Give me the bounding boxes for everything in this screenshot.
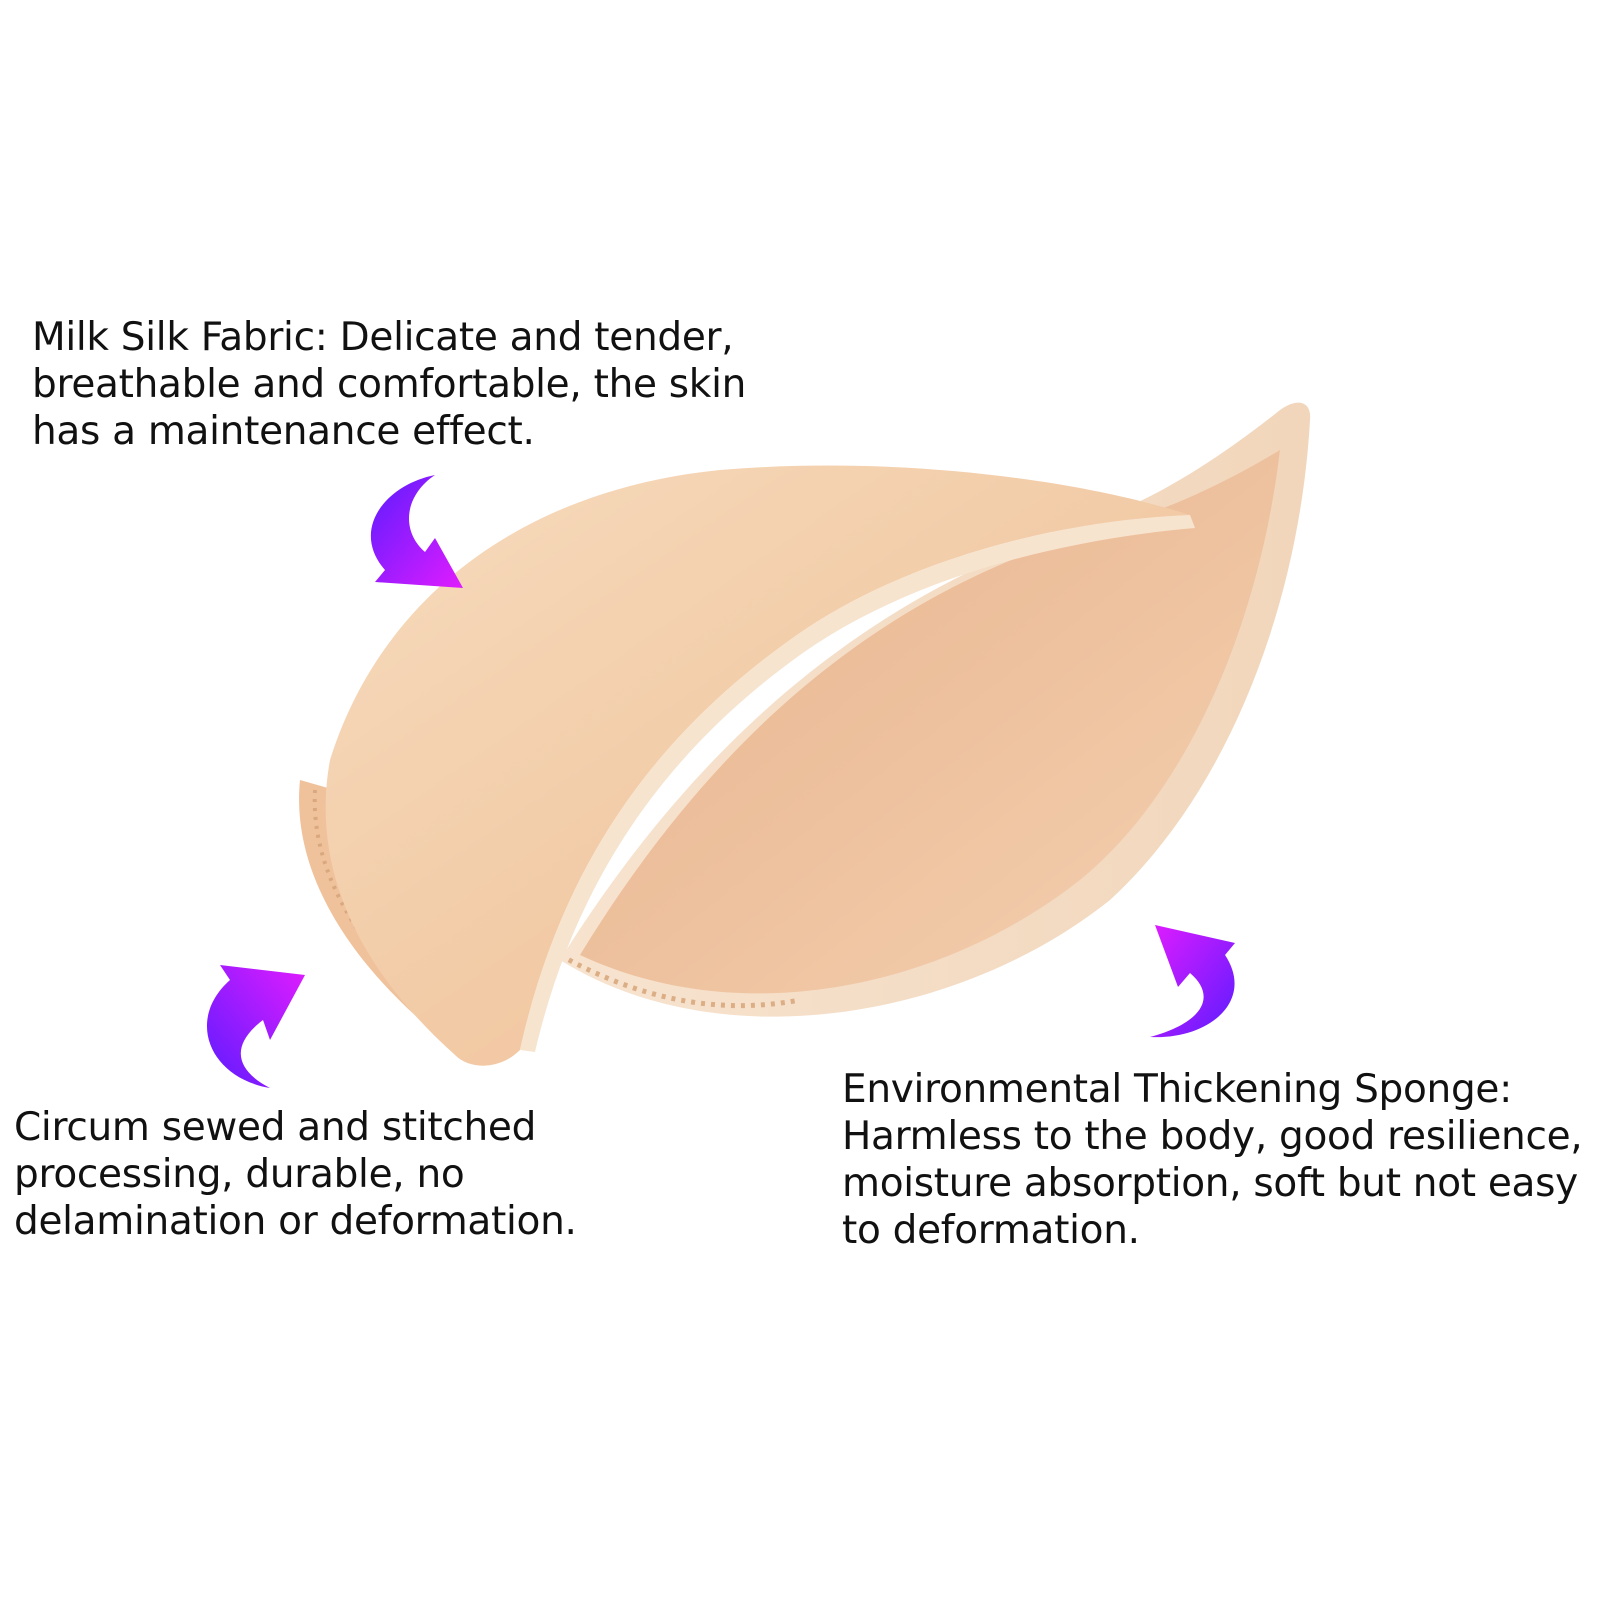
stitch-caption: Circum sewed and stitched processing, du…: [14, 1104, 577, 1245]
fabric-caption: Milk Silk Fabric: Delicate and tender, b…: [32, 314, 746, 455]
curved-arrow-icon: [370, 475, 463, 588]
sponge-caption-line: Environmental Thickening Sponge:: [842, 1067, 1512, 1112]
curved-arrow-icon: [206, 965, 305, 1088]
sponge-caption-line: Harmless to the body, good resilience,: [842, 1114, 1583, 1159]
stitch-caption-line: delamination or deformation.: [14, 1199, 577, 1244]
sponge-caption-line: to deformation.: [842, 1208, 1140, 1253]
stitch-caption-line: processing, durable, no: [14, 1152, 465, 1197]
fabric-caption-line: Milk Silk Fabric: Delicate and tender,: [32, 315, 734, 360]
fabric-caption-line: has a maintenance effect.: [32, 409, 535, 454]
sponge-caption: Environmental Thickening Sponge: Harmles…: [842, 1066, 1583, 1254]
inner-cavity: [580, 450, 1280, 994]
fabric-caption-line: breathable and comfortable, the skin: [32, 362, 747, 407]
curved-arrow-icon: [1150, 925, 1235, 1038]
stitch-caption-line: Circum sewed and stitched: [14, 1105, 537, 1150]
sponge-caption-line: moisture absorption, soft but not easy: [842, 1161, 1578, 1206]
fabric-flap: [325, 465, 1191, 1066]
